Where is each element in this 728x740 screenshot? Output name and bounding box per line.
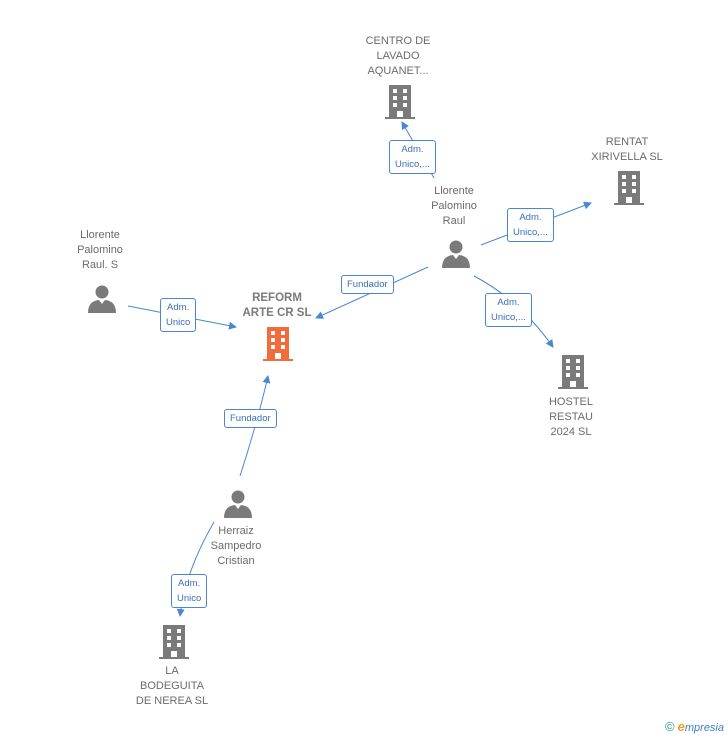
brand-name: mpresia	[684, 722, 724, 734]
person-icon-llorente-raul[interactable]	[441, 239, 471, 269]
label-line: Sampedro	[210, 540, 262, 552]
label-line: Palomino	[77, 244, 123, 256]
label-line: LA	[165, 665, 179, 677]
edge-label-line: Unico	[166, 317, 191, 328]
edge-label-line: Unico,...	[395, 159, 430, 170]
label-line: CENTRO DE	[365, 35, 431, 47]
node-label-hostel[interactable]: HOSTEL RESTAU 2024 SL	[549, 395, 593, 440]
edge-label-line: Unico	[177, 593, 202, 604]
node-label-reform[interactable]: REFORM ARTE CR SL	[243, 291, 312, 321]
label-line: BODEGUITA	[140, 680, 204, 692]
label-line: HOSTEL	[548, 396, 594, 408]
node-label-rentat[interactable]: RENTAT XIRIVELLA SL	[591, 135, 663, 165]
person-icon-llorente-raul-s[interactable]	[87, 284, 117, 314]
edge-label-line: Unico,...	[491, 312, 526, 323]
company-building-icon-centro[interactable]	[384, 84, 416, 120]
edge-label-line: Fundador	[230, 413, 271, 424]
label-line: Palomino	[431, 200, 477, 212]
company-building-icon-bodeguita[interactable]	[158, 624, 190, 660]
company-building-icon-reform[interactable]	[262, 326, 294, 362]
label-line: DE NEREA SL	[135, 695, 209, 707]
edge-label-line: Adm.	[497, 297, 520, 308]
company-building-icon-hostel[interactable]	[557, 354, 589, 390]
label-line: AQUANET...	[367, 65, 429, 77]
brand-initial: e	[677, 719, 685, 734]
node-label-llorente-raul-s[interactable]: Llorente Palomino Raul. S	[77, 228, 123, 273]
label-line: 2024 SL	[550, 426, 592, 438]
node-label-centro[interactable]: CENTRO DE LAVADO AQUANET...	[366, 34, 431, 79]
label-line: LAVADO	[376, 50, 420, 62]
edge-label-line: Adm.	[167, 302, 190, 313]
edge-label-line: Adm.	[178, 578, 201, 589]
label-line: REFORM	[252, 292, 302, 304]
label-line: Raul	[442, 215, 466, 227]
label-line: ARTE CR SL	[242, 307, 312, 319]
edge-label-line: Unico,...	[513, 227, 548, 238]
edge-label-e4: Fundador	[341, 275, 394, 294]
edge-label-line: Adm.	[401, 144, 424, 155]
edge-label-e1: Adm. Unico,...	[389, 140, 436, 174]
copyright-icon: ©	[664, 719, 675, 734]
edge-label-e2: Adm. Unico,...	[507, 208, 554, 242]
edges-layer	[127, 121, 592, 617]
label-line: RESTAU	[549, 411, 593, 423]
label-line: Llorente	[80, 229, 120, 241]
edge-label-e3: Adm. Unico,...	[485, 293, 532, 327]
node-label-herraiz[interactable]: Herraiz Sampedro Cristian	[211, 524, 262, 569]
edge-label-line: Adm.	[519, 212, 542, 223]
label-line: Raul. S	[81, 259, 119, 271]
edge-label-line: Fundador	[347, 279, 388, 290]
label-line: Herraiz	[218, 525, 254, 537]
label-line: Llorente	[434, 185, 474, 197]
edge-label-e7: Adm. Unico	[171, 574, 208, 608]
label-line: Cristian	[217, 555, 255, 567]
edge-label-e5: Adm. Unico	[160, 298, 197, 332]
node-label-llorente-raul[interactable]: Llorente Palomino Raul	[431, 184, 477, 229]
label-line: RENTAT	[605, 136, 649, 148]
label-line: XIRIVELLA SL	[591, 151, 663, 163]
company-building-icon-rentat[interactable]	[613, 170, 645, 206]
edge-label-e6: Fundador	[224, 409, 277, 428]
node-label-bodeguita[interactable]: LA BODEGUITA DE NEREA SL	[136, 664, 208, 709]
brand-footer[interactable]: © empresia	[665, 719, 724, 734]
person-icon-herraiz[interactable]	[223, 489, 253, 519]
